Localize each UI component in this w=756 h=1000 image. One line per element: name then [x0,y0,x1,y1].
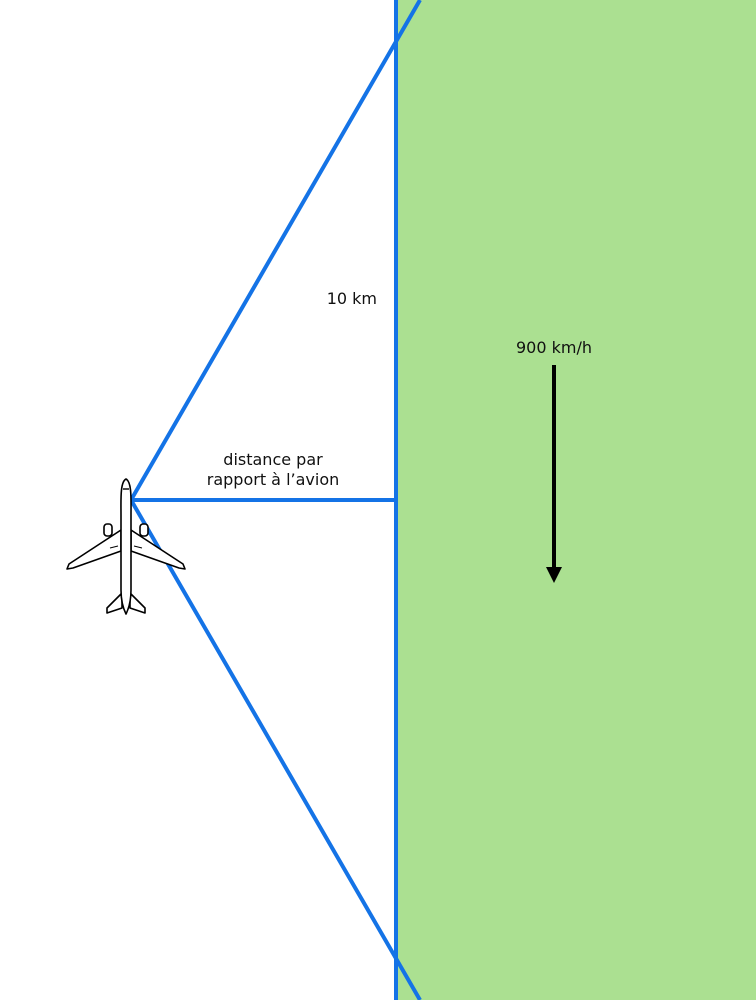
airplane-icon [66,478,186,615]
distance-label-line2: rapport à l’avion [207,470,340,489]
height-label: 10 km [327,289,377,308]
distance-label-line1: distance par [223,450,323,469]
ground-region [396,0,756,1000]
lower-diagonal-line [129,498,422,1000]
speed-label: 900 km/h [516,338,592,357]
sight-lines [129,0,422,1000]
upper-diagonal-line [129,0,422,502]
arrow-down-icon [546,365,562,583]
